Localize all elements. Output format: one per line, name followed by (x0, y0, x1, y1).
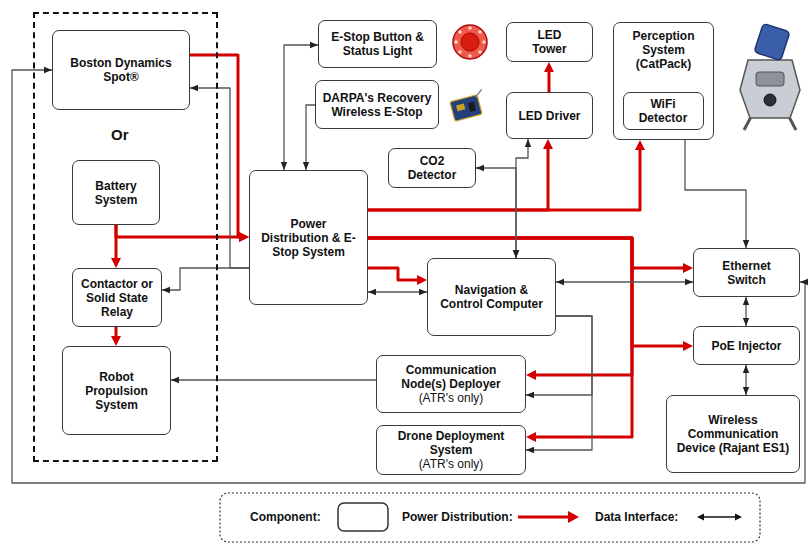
box-label: Navigation & Control Computer (437, 283, 546, 311)
component-box: Contactor or Solid State Relay (72, 268, 162, 327)
data-line (745, 297, 746, 326)
wireless-estop-board-illustration (449, 89, 488, 121)
power-line (116, 225, 243, 237)
legend-label: Power Distribution: (402, 510, 513, 524)
data-line (516, 139, 528, 258)
data-line (171, 379, 376, 380)
led-dot (468, 26, 472, 30)
group-label: Or (111, 126, 129, 144)
led-dot (478, 50, 482, 54)
component-box: WiFi Detector (623, 92, 704, 130)
antenna (474, 89, 483, 97)
led-dot (482, 40, 486, 44)
led-dot (468, 54, 472, 58)
estop-button-illustration (453, 25, 487, 59)
component-box: Power Distribution & E-Stop System (249, 170, 368, 305)
data-line (526, 316, 592, 450)
box-label: DARPA's Recovery Wireless E-Stop (321, 91, 433, 119)
legend-frame (220, 493, 760, 542)
component-box: PoE Injector (693, 326, 800, 365)
data-line (685, 130, 746, 249)
power-line (368, 146, 640, 210)
legend-label: Data Interface: (595, 510, 678, 524)
box-label: (ATR's only) (419, 391, 484, 405)
box-label: Power Distribution & E-Stop System (259, 217, 358, 259)
data-line (284, 45, 318, 170)
box-label: E-Stop Button & Status Light (325, 30, 430, 58)
data-line (306, 105, 315, 170)
component-box: DARPA's Recovery Wireless E-Stop (315, 80, 439, 129)
robot-camera (764, 94, 776, 106)
component-box: Wireless Communication Device (Rajant ES… (666, 395, 800, 473)
legend-label: Component: (250, 510, 321, 524)
box-label: LED Driver (518, 109, 580, 123)
button-cap (461, 33, 479, 51)
legend-data-arrowhead (697, 514, 704, 521)
box-label: LED Tower (520, 28, 579, 56)
data-line (190, 88, 249, 268)
led-dot (458, 30, 462, 34)
power-line (368, 238, 687, 346)
power-line (368, 268, 421, 280)
data-line (368, 291, 427, 292)
legend-frame-group (220, 493, 760, 542)
component-box: Drone Deployment System(ATR's only) (376, 425, 526, 475)
component-box: Navigation & Control Computer (427, 258, 556, 336)
box-label: PoE Injector (711, 339, 781, 353)
box-label: Contactor or Solid State Relay (80, 277, 154, 319)
power-line (368, 145, 548, 210)
component-box: LED Tower (506, 22, 593, 62)
box-label: Battery System (79, 179, 153, 207)
power-line (548, 68, 551, 92)
box-label: Ethernet Switch (704, 259, 789, 287)
button-ring (453, 25, 487, 59)
power-line (115, 225, 118, 262)
component-box: Boston Dynamics Spot® (52, 30, 190, 110)
legend-component-sample (338, 503, 388, 531)
data-line (556, 281, 693, 282)
box-label: Drone Deployment System (395, 429, 507, 457)
legend-data-sample (703, 516, 736, 517)
box-label: Perception System (CatPack) (617, 29, 710, 71)
box-label: Communication Node(s) Deployer (395, 363, 507, 391)
box-label: CO2 Detector (397, 154, 467, 182)
component-box: Communication Node(s) Deployer(ATR's onl… (376, 355, 526, 413)
data-line (745, 365, 746, 395)
led-dot (478, 30, 482, 34)
box-label: Boston Dynamics Spot® (63, 56, 179, 84)
legend-power-sample (518, 516, 570, 519)
chip (468, 102, 476, 112)
legend-power-arrowhead (568, 511, 579, 523)
data-line (162, 268, 249, 290)
led-dot (458, 50, 462, 54)
catpack-robot-illustration (740, 23, 800, 130)
component-box: Ethernet Switch (693, 248, 800, 297)
data-line (476, 168, 516, 258)
component-box: Robot Propulsion System (62, 346, 171, 435)
led-dot (454, 40, 458, 44)
robot-panel (756, 72, 784, 86)
group-region: Boston Dynamics Spot® Battery SystemConta… (33, 12, 218, 462)
component-box: E-Stop Button & Status Light (318, 20, 437, 68)
chip (456, 103, 465, 111)
lidar-sensor (754, 23, 790, 60)
box-label: Wireless Communication Device (Rajant ES… (671, 413, 795, 455)
component-box: CO2 Detector (388, 148, 476, 188)
circuit-board (450, 95, 482, 122)
component-box: Battery System (72, 160, 160, 225)
component-box: WiFi Detector Perception System (CatPack) (613, 22, 714, 140)
power-line (115, 327, 118, 340)
box-label: (ATR's only) (419, 457, 484, 471)
legend-data-arrowhead (735, 514, 742, 521)
box-label: WiFi Detector (630, 97, 697, 125)
robot-body (740, 60, 800, 118)
box-label: Robot Propulsion System (73, 370, 160, 412)
component-box: LED Driver (506, 92, 593, 139)
